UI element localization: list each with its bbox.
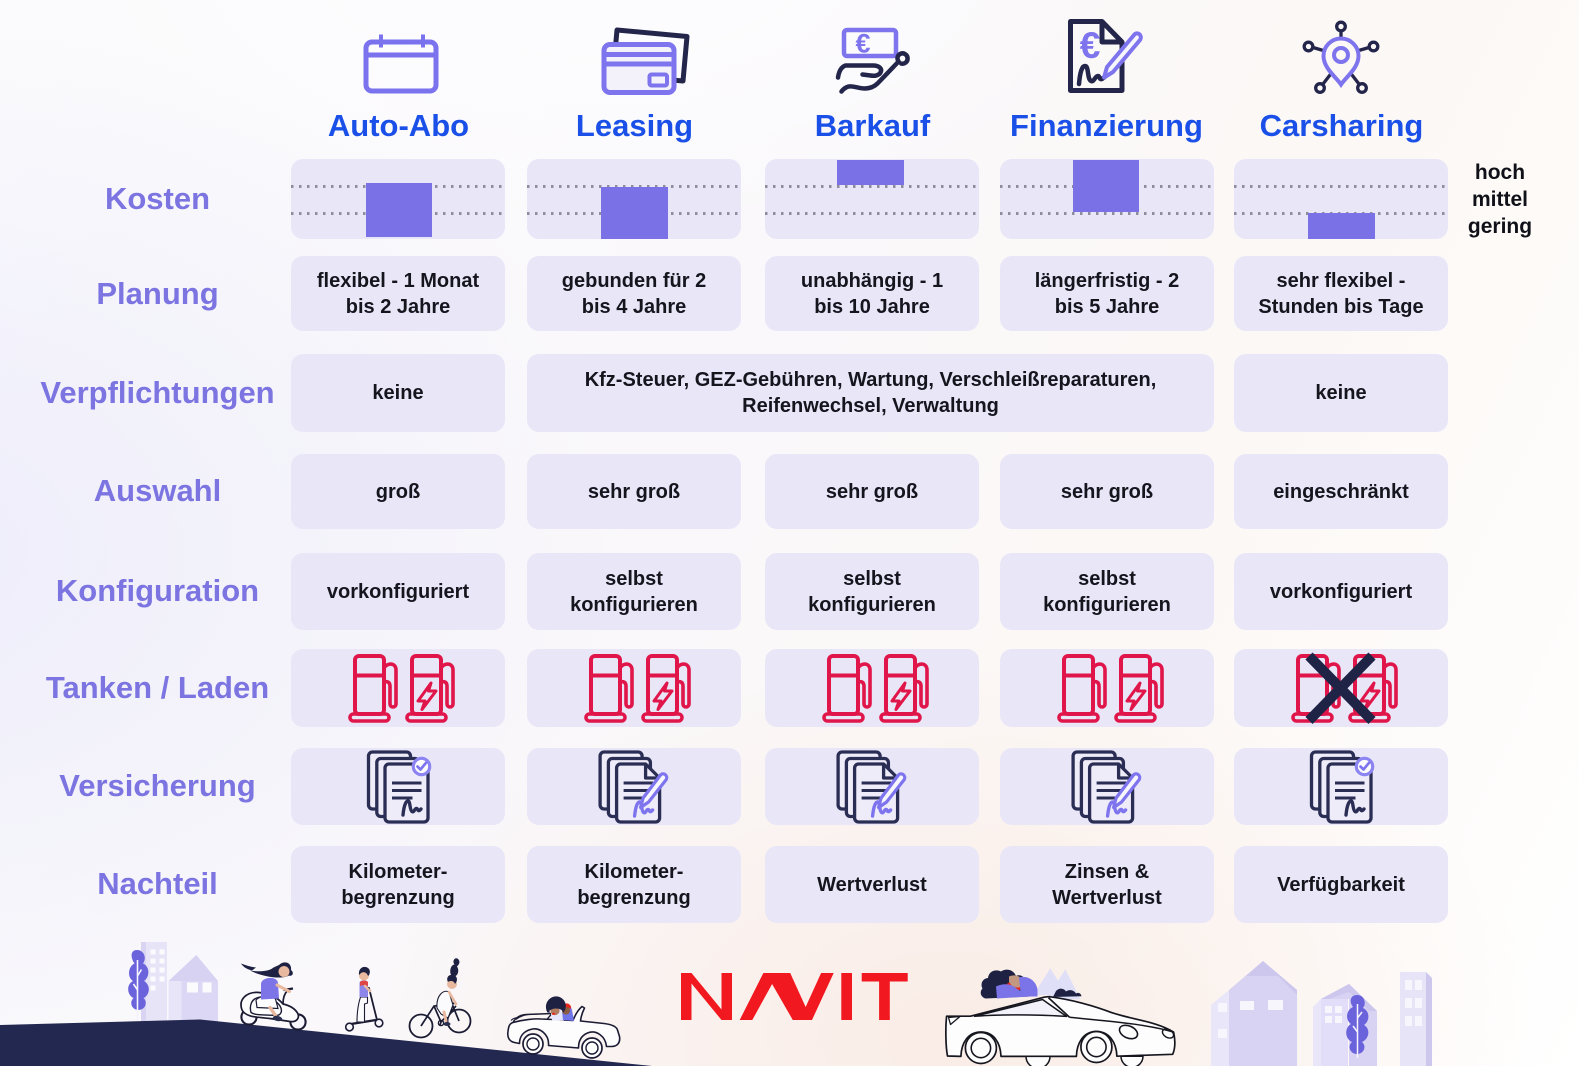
svg-text:€: € — [1080, 25, 1101, 66]
svg-text:€: € — [855, 29, 870, 59]
